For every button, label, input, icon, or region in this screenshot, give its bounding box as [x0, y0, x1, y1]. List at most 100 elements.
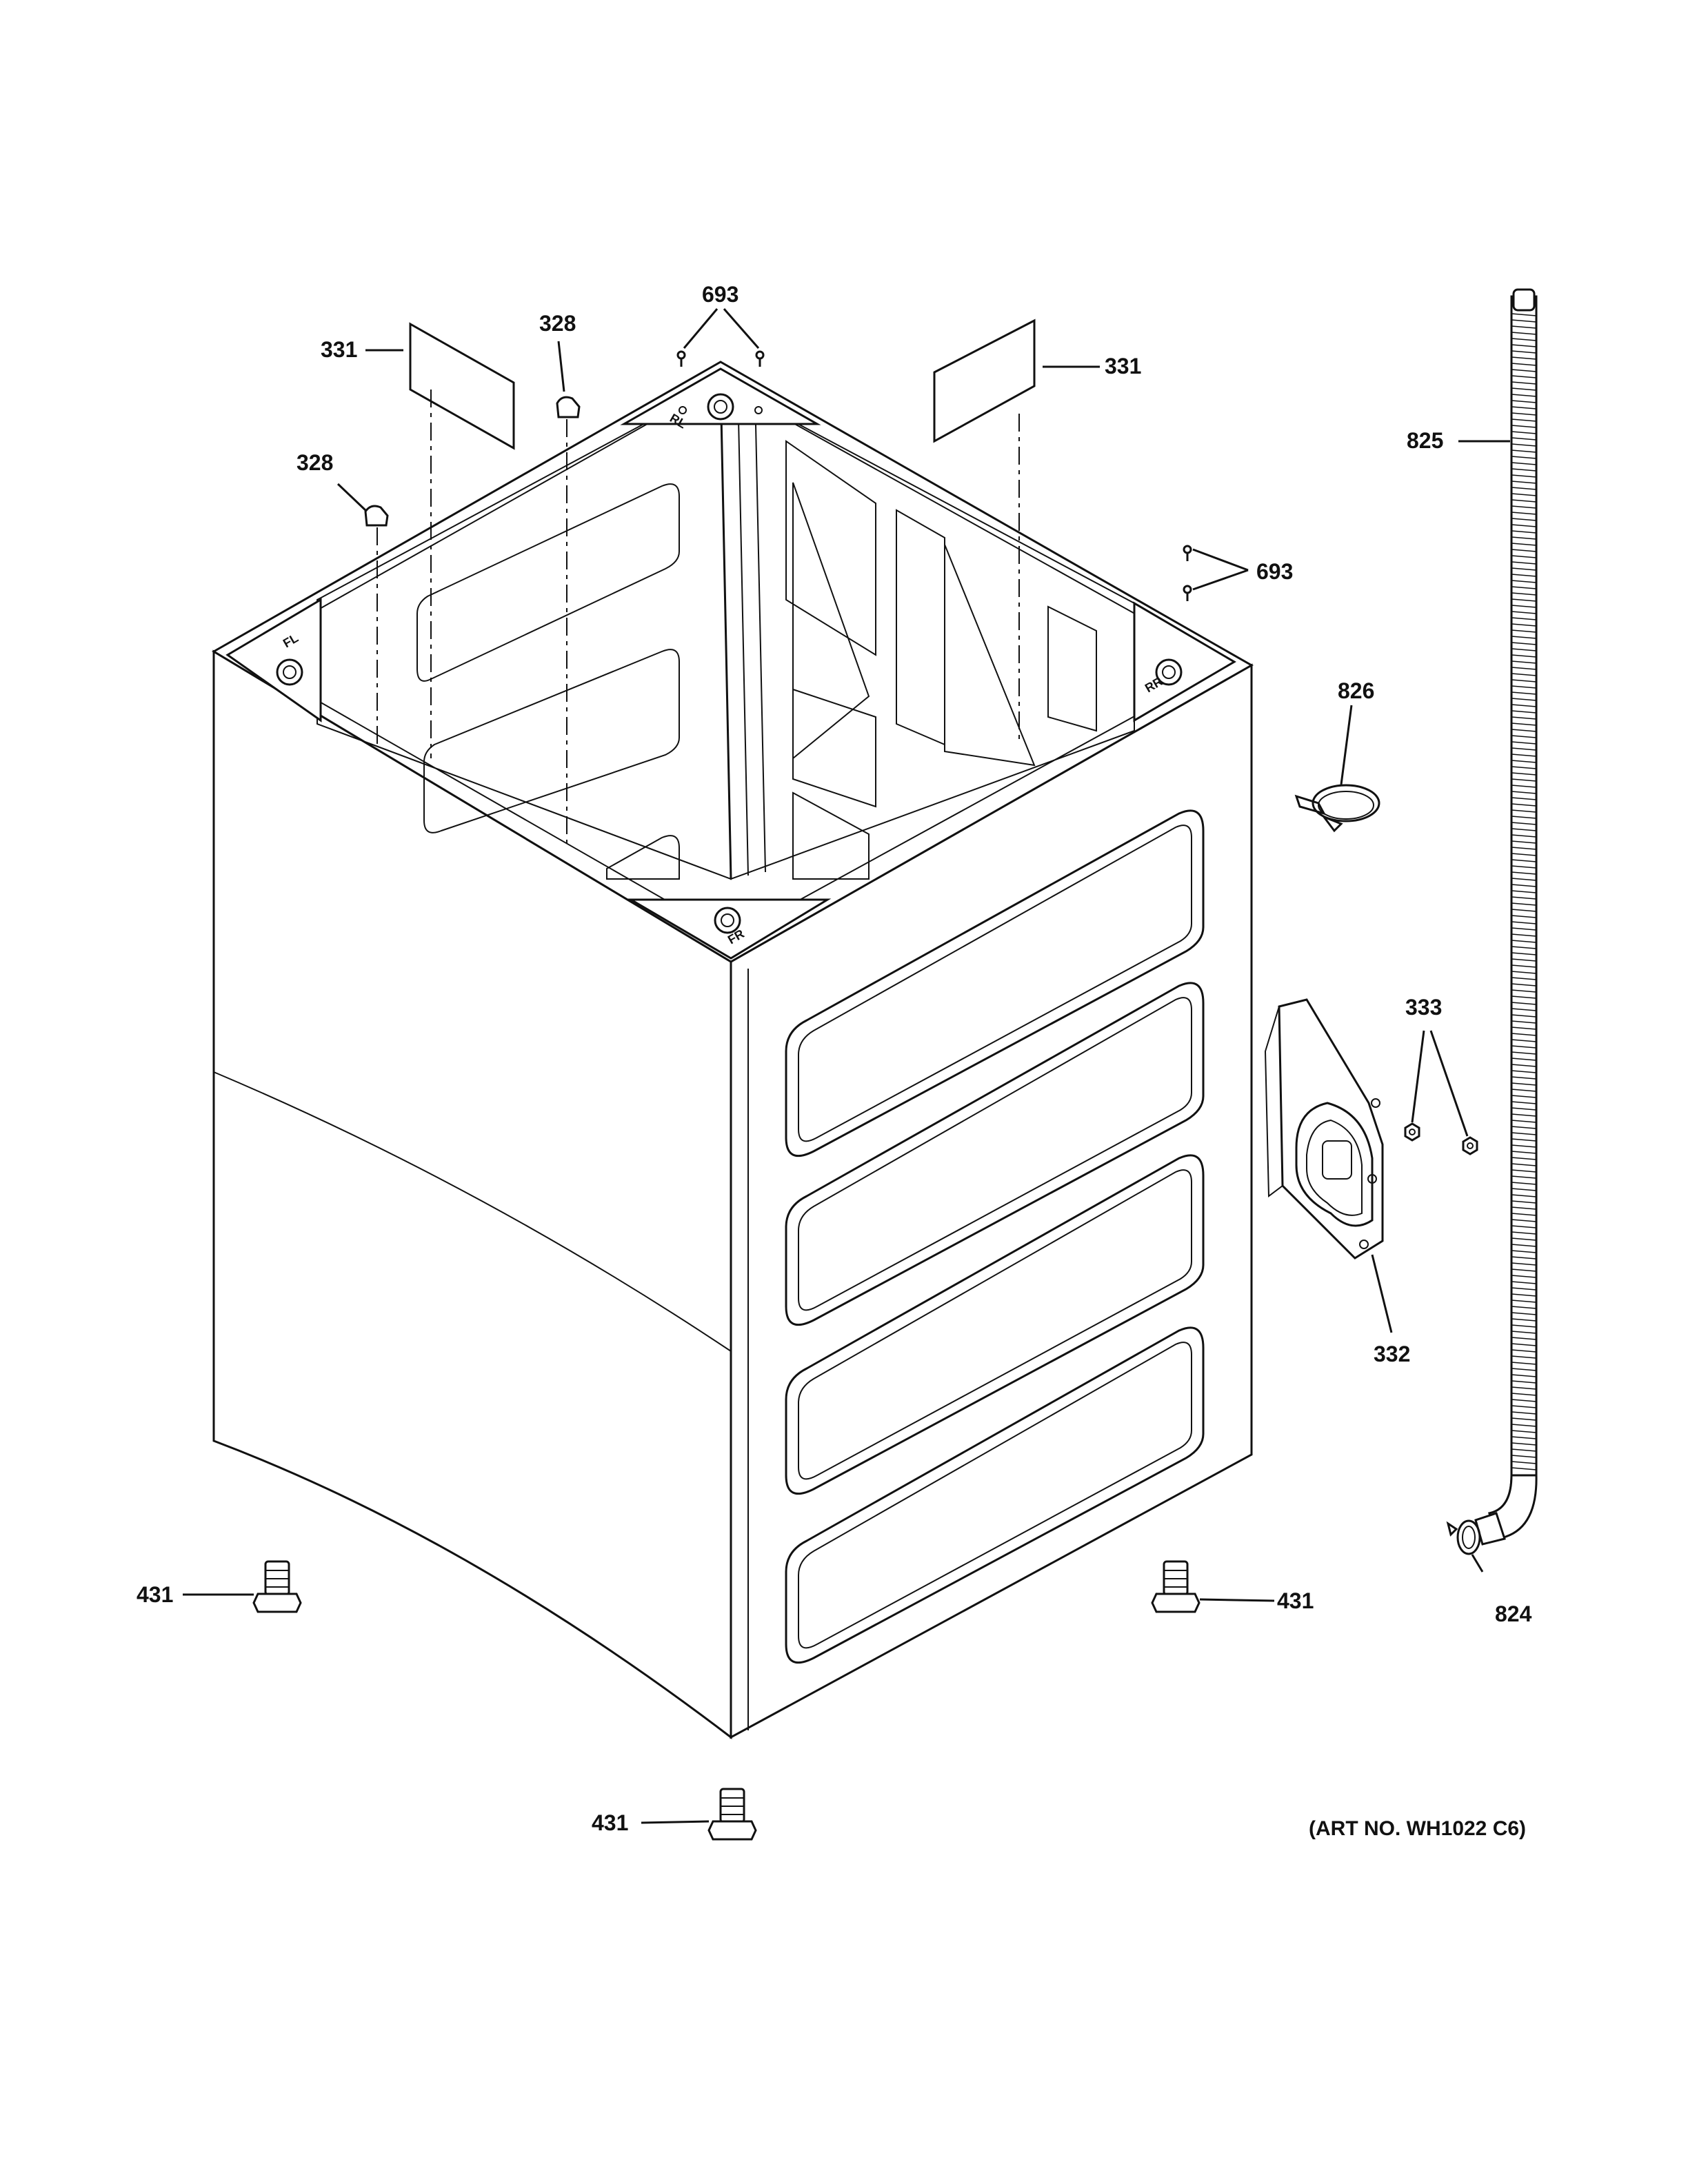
hose-ring: [1511, 1281, 1537, 1284]
hose-ring: [1511, 332, 1537, 335]
hose-ring: [1511, 1169, 1537, 1173]
hose-ring: [1511, 704, 1537, 707]
hose-ring: [1511, 760, 1537, 763]
hose-ring: [1511, 1194, 1537, 1197]
hose-ring: [1511, 629, 1537, 633]
callout-825: 825: [1407, 428, 1443, 453]
hose-ring: [1511, 536, 1537, 540]
hose-ring: [1511, 400, 1537, 403]
clip-328-left: [364, 505, 389, 527]
hose-ring: [1511, 1225, 1537, 1228]
hose-ring: [1511, 549, 1537, 552]
hose-ring: [1511, 884, 1537, 887]
hose-ring: [1511, 896, 1537, 900]
hose-ring: [1511, 1163, 1537, 1166]
hose-ring: [1511, 1331, 1537, 1334]
hose-ring: [1511, 946, 1537, 949]
hose-ring: [1511, 443, 1537, 447]
hose-ring: [1511, 456, 1537, 459]
hose-ring: [1511, 785, 1537, 788]
hose-ring: [1511, 325, 1537, 329]
hose-ring: [1511, 679, 1537, 682]
hose-ring: [1511, 1467, 1537, 1470]
hose-ring: [1511, 747, 1537, 751]
hose-ring: [1511, 971, 1537, 974]
hose-ring: [1511, 1206, 1537, 1210]
hose-ring: [1511, 1033, 1537, 1036]
hose-ring: [1511, 1424, 1537, 1427]
hose-ring: [1511, 505, 1537, 509]
hose-ring: [1511, 1188, 1537, 1191]
hose-ring: [1511, 735, 1537, 738]
screws-693-top: [676, 350, 765, 367]
hose-ring: [1511, 977, 1537, 980]
callout-331-left: 331: [321, 337, 357, 362]
callout-431-left: 431: [137, 1582, 173, 1607]
callout-431-bottom: 431: [592, 1810, 628, 1835]
hose-ring: [1511, 915, 1537, 918]
hose-ring: [1511, 685, 1537, 689]
hose-ring: [1511, 356, 1537, 360]
hose-ring: [1511, 481, 1537, 484]
hose-ring: [1511, 673, 1537, 676]
hose-ring: [1511, 1107, 1537, 1111]
hose-ring: [1511, 1442, 1537, 1446]
callout-332: 332: [1374, 1342, 1410, 1366]
callout-824: 824: [1495, 1601, 1532, 1626]
callout-431-right: 431: [1277, 1588, 1314, 1613]
hose-ring: [1511, 754, 1537, 757]
hose-ring: [1511, 1213, 1537, 1216]
hose-ring: [1511, 927, 1537, 931]
hose-ring: [1511, 1362, 1537, 1365]
hose-ring: [1511, 1268, 1537, 1272]
hose-ring: [1511, 567, 1537, 571]
hose-ring: [1511, 1355, 1537, 1359]
hose-ring: [1511, 809, 1537, 813]
hose-ring: [1511, 363, 1537, 366]
hose-ring: [1511, 995, 1537, 999]
hose-ring: [1511, 1076, 1537, 1080]
hose-ring: [1511, 1231, 1537, 1235]
callout-labels: 331 328 693 331 825 328 693 826 333 332 …: [137, 282, 1532, 1835]
hose-ring: [1511, 381, 1537, 385]
hose-ring: [1511, 1182, 1537, 1185]
hose-ring: [1511, 1293, 1537, 1297]
hose-ring: [1511, 691, 1537, 695]
leveling-leg-431-right: [1151, 1560, 1200, 1613]
hose-ring: [1511, 574, 1537, 577]
leveling-leg-431-left: [252, 1560, 302, 1613]
hose-ring: [1511, 555, 1537, 558]
hose-ring: [1511, 1380, 1537, 1384]
hose-ring: [1511, 1200, 1537, 1204]
hose-ring: [1511, 1349, 1537, 1353]
hose-ring: [1511, 828, 1537, 831]
hose-ring: [1511, 418, 1537, 422]
hose-ring: [1511, 654, 1537, 658]
hose-ring: [1511, 561, 1537, 565]
hose-ring: [1511, 1027, 1537, 1030]
hose-ring: [1511, 636, 1537, 639]
callout-693-top: 693: [702, 282, 738, 307]
corner-bracket-front: [627, 898, 832, 960]
hose-ring: [1511, 865, 1537, 869]
hose-ring: [1511, 617, 1537, 620]
hose-ring: [1511, 871, 1537, 875]
hose-ring: [1511, 1244, 1537, 1247]
hose-ring: [1511, 909, 1537, 912]
side-panel-emboss-3: [785, 1154, 1205, 1495]
hose-ring: [1511, 1393, 1537, 1396]
callout-693-right: 693: [1256, 559, 1293, 584]
clamp-824: [1446, 1519, 1481, 1555]
hose-ring: [1511, 778, 1537, 782]
hose-ring: [1511, 1405, 1537, 1408]
hose-ring: [1511, 716, 1537, 720]
hose-ring: [1511, 803, 1537, 807]
corner-bracket-rear: [620, 367, 821, 425]
hose-ring: [1511, 1144, 1537, 1148]
hose-ring: [1511, 741, 1537, 745]
hose-ring: [1511, 667, 1537, 670]
clip-328-top: [556, 396, 581, 418]
cabinet-top-rim: [212, 361, 1254, 963]
hose-ring: [1511, 468, 1537, 472]
hose-ring: [1511, 1089, 1537, 1092]
